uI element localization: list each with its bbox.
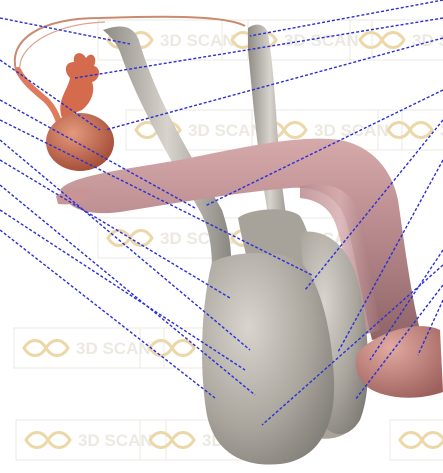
leader-line	[0, 230, 215, 398]
svg-text:3D SCAN: 3D SCAN	[76, 339, 151, 358]
svg-text:3D SCAN: 3D SCAN	[412, 31, 443, 50]
glans	[356, 326, 443, 398]
seminal-vesicle	[60, 53, 99, 118]
watermark-tile: 3D SCAN	[14, 328, 164, 368]
watermark-tile: 3D SCAN	[390, 420, 443, 460]
watermark-tile: 3D SCAN	[378, 110, 443, 150]
svg-text:3D SCAN: 3D SCAN	[188, 121, 263, 140]
watermark-tile: 3D SCAN	[16, 420, 166, 460]
svg-text:3D SCAN: 3D SCAN	[78, 431, 153, 450]
svg-text:3D SCAN: 3D SCAN	[314, 121, 389, 140]
prostate-gland	[46, 113, 114, 171]
svg-text:3D SCAN: 3D SCAN	[160, 31, 235, 50]
testis-left	[202, 253, 334, 465]
